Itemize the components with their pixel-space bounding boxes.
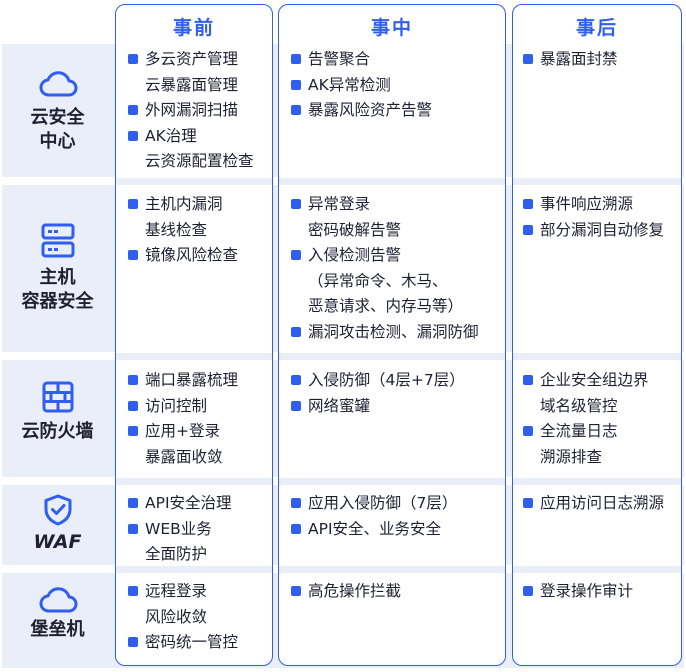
column-header-during: 事中 [370, 17, 413, 39]
list-item: 主机内漏洞基线检查 [127, 192, 238, 243]
list-item: 告警聚合 [290, 47, 432, 73]
row-separator [116, 478, 272, 485]
cell-during-row3: 入侵防御（4层+7层） 网络蜜罐 [290, 368, 465, 419]
list-item: 入侵检测告警（异常命令、木马、恶意请求、内存马等） [290, 243, 479, 320]
firewall-icon [42, 381, 73, 413]
column-header-before: 事前 [172, 17, 215, 39]
list-item: 全流量日志溯源排查 [522, 419, 649, 470]
category-waf: WAF [2, 493, 113, 554]
list-item: 多云资产管理云暴露面管理 [127, 47, 254, 98]
list-item: 远程登录风险收敛 [127, 579, 238, 630]
row-separator [116, 566, 272, 573]
cloud-icon [39, 71, 77, 97]
row-separator [279, 566, 505, 573]
list-item: API安全治理 [127, 491, 232, 517]
cell-after-row2: 事件响应溯源 部分漏洞自动修复 [522, 192, 664, 243]
list-item: 应用访问日志溯源 [522, 491, 664, 517]
column-after: 事后 [512, 4, 682, 666]
list-item: 高危操作拦截 [290, 579, 401, 605]
list-item: 外网漏洞扫描 [127, 98, 254, 124]
row-separator [513, 478, 681, 485]
cell-before-row3: 端口暴露梳理 访问控制 应用+登录暴露面收敛 [127, 368, 238, 470]
cell-during-row1: 告警聚合 AK异常检测 暴露风险资产告警 [290, 47, 432, 124]
list-item: 异常登录密码破解告警 [290, 192, 479, 243]
cell-after-row5: 登录操作审计 [522, 579, 633, 605]
list-item: 企业安全组边界域名级管控 [522, 368, 649, 419]
cell-before-row2: 主机内漏洞基线检查 镜像风险检查 [127, 192, 238, 269]
category-host-container-security: 主机 容器安全 [2, 222, 113, 314]
list-item: 漏洞攻击检测、漏洞防御 [290, 320, 479, 346]
category-label: 云防火墙 [21, 421, 94, 442]
list-item: 部分漏洞自动修复 [522, 218, 664, 244]
category-label: 云安全 中心 [30, 107, 85, 152]
list-item: 应用入侵防御（7层） [290, 491, 457, 517]
cell-during-row4: 应用入侵防御（7层） API安全、业务安全 [290, 491, 457, 542]
list-item: 访问控制 [127, 394, 238, 420]
row-separator [513, 178, 681, 185]
cell-after-row1: 暴露面封禁 [522, 47, 618, 73]
list-item: 暴露风险资产告警 [290, 98, 432, 124]
list-item: AK治理云资源配置检查 [127, 124, 254, 175]
list-item: API安全、业务安全 [290, 517, 457, 543]
row-separator [279, 178, 505, 185]
list-item: 入侵防御（4层+7层） [290, 368, 465, 394]
row-separator [116, 178, 272, 185]
cell-before-row5: 远程登录风险收敛 密码统一管控 [127, 579, 238, 656]
cloud-icon [39, 587, 77, 613]
list-item: AK异常检测 [290, 73, 432, 99]
cell-during-row5: 高危操作拦截 [290, 579, 401, 605]
list-item: 登录操作审计 [522, 579, 633, 605]
list-item: 暴露面封禁 [522, 47, 618, 73]
cell-before-row4: API安全治理 WEB业务全面防护 [127, 491, 232, 568]
cell-during-row2: 异常登录密码破解告警 入侵检测告警（异常命令、木马、恶意请求、内存马等） 漏洞攻… [290, 192, 479, 345]
cell-after-row3: 企业安全组边界域名级管控 全流量日志溯源排查 [522, 368, 649, 470]
shield-check-icon [44, 494, 71, 526]
column-before: 事前 [115, 4, 273, 666]
category-label: 主机 容器安全 [21, 267, 94, 312]
category-cloud-firewall: 云防火墙 [2, 380, 113, 444]
category-bastion-host: 堡垒机 [2, 584, 113, 642]
row-separator [513, 566, 681, 573]
list-item: 端口暴露梳理 [127, 368, 238, 394]
category-label: 堡垒机 [30, 619, 85, 640]
row-separator [279, 353, 505, 360]
list-item: 事件响应溯源 [522, 192, 664, 218]
row-separator [279, 478, 505, 485]
list-item: WEB业务全面防护 [127, 517, 232, 568]
list-item: 镜像风险检查 [127, 243, 238, 269]
column-header-after: 事后 [575, 17, 618, 39]
list-item: 网络蜜罐 [290, 394, 465, 420]
server-icon [41, 223, 74, 258]
row-separator [116, 353, 272, 360]
list-item: 密码统一管控 [127, 630, 238, 656]
cell-before-row1: 多云资产管理云暴露面管理 外网漏洞扫描 AK治理云资源配置检查 [127, 47, 254, 175]
list-item: 应用+登录暴露面收敛 [127, 419, 238, 470]
row-separator [513, 353, 681, 360]
column-during: 事中 [278, 4, 506, 666]
cell-after-row4: 应用访问日志溯源 [522, 491, 664, 517]
category-label: WAF [33, 531, 82, 553]
category-cloud-security-center: 云安全 中心 [2, 68, 113, 154]
